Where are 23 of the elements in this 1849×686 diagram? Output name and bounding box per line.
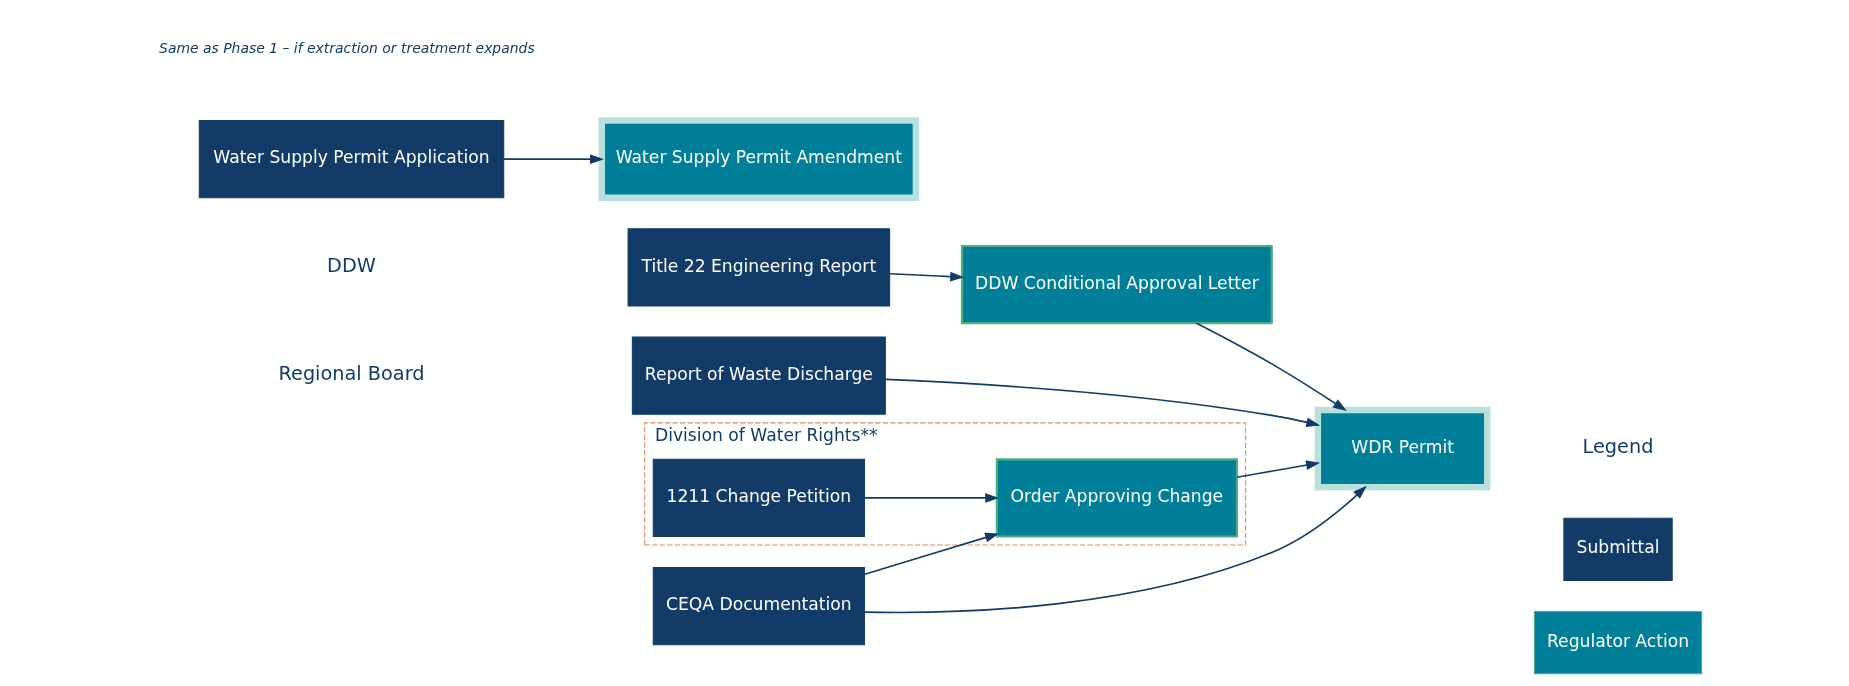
arrow [863,485,1367,614]
arrow [863,532,999,576]
node-box: Report of Waste Discharge [631,336,886,415]
node-box: WDR Permit [1314,406,1490,491]
arrow [1235,460,1320,478]
label: Legend [1582,435,1653,459]
label: Regional Board [278,362,424,386]
legend-label: Regulator Action [1546,630,1689,651]
label: Same as Phase 1 – if extraction or treatment expands [158,40,535,57]
arrow [502,154,604,165]
node-box: Water Supply Permit Application [198,120,504,199]
node-box: Title 22 Engineering Report [627,228,890,307]
label: DDW [326,254,376,278]
node-box: Water Supply Permit Amendment [598,117,919,201]
arrow [884,378,1320,428]
node-box: Order Approving Change [995,458,1238,538]
node-box: DDW Conditional Approval Letter [960,244,1273,325]
node-box: 1211 Change Petition [652,458,865,538]
arrow [863,493,999,503]
arrow [1195,322,1347,412]
node-box: CEQA Documentation [652,567,865,646]
arrow [888,271,964,282]
legend-label: Submittal [1576,537,1659,558]
